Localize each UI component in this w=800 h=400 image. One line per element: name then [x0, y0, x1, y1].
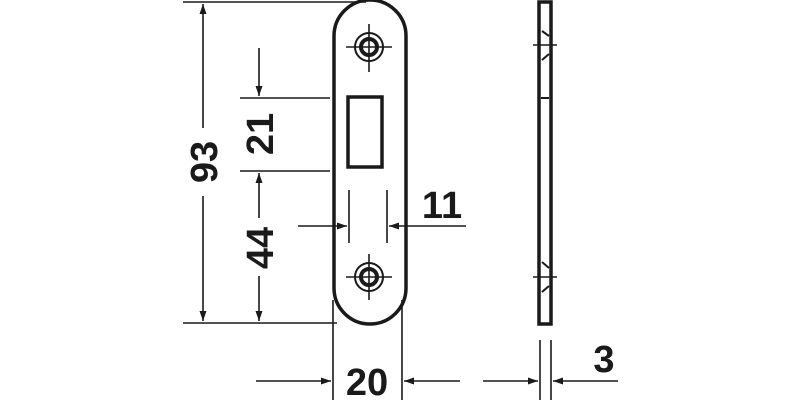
- dimension-plate-width: 20: [346, 362, 388, 400]
- side-view: [533, 0, 557, 326]
- screw-hole-top-icon: [346, 24, 392, 72]
- front-view: [332, 0, 408, 326]
- screw-hole-bottom-icon: [346, 254, 392, 300]
- dimension-lines: [183, 1, 618, 400]
- dimension-overall-height: 93: [184, 141, 226, 183]
- plate-outline: [332, 0, 408, 326]
- dimension-slot-to-bottom: 44: [240, 227, 282, 269]
- dimension-plate-thickness: 3: [593, 339, 614, 381]
- dimension-slot-width: 11: [422, 185, 462, 227]
- side-profile: [537, 0, 553, 326]
- strike-slot: [346, 95, 384, 169]
- dimension-slot-height: 21: [240, 113, 282, 155]
